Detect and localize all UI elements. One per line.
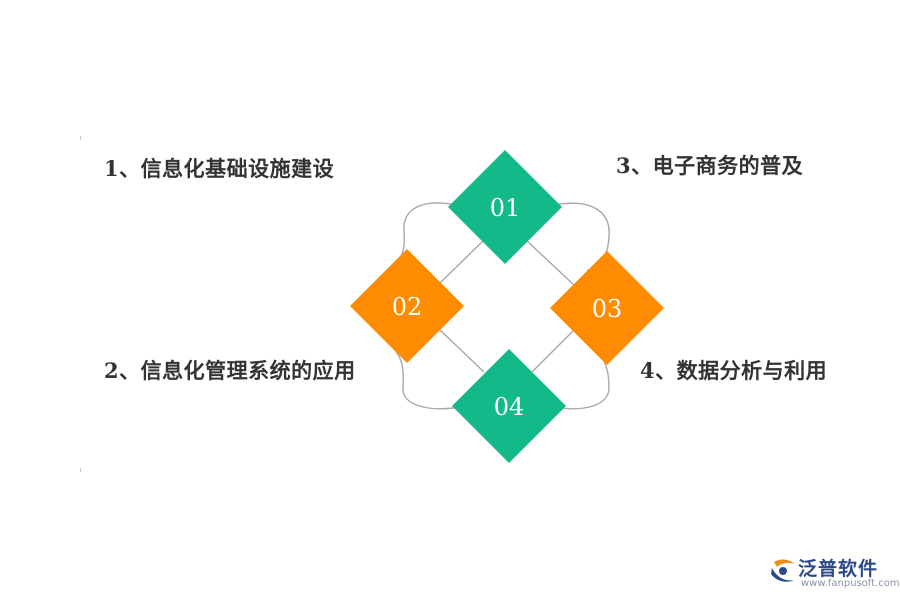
inner-link-01-03 — [525, 239, 575, 286]
item-2-label: 2、信息化管理系统的应用 — [104, 358, 356, 383]
fanpu-logo-icon — [771, 559, 794, 582]
brand-logo: 泛普软件 www.fanpusoft.com — [768, 556, 900, 590]
diamond-04: 04 — [452, 349, 566, 463]
brand-name: 泛普软件 — [798, 558, 879, 580]
item-4-label: 4、数据分析与利用 — [640, 358, 828, 383]
item-1-label: 1、信息化基础设施建设 — [104, 156, 335, 181]
corner-mark-top — [80, 136, 81, 140]
diamond-03: 03 — [550, 251, 664, 365]
diamond-02-number: 02 — [392, 293, 423, 321]
diamond-04-number: 04 — [494, 393, 525, 421]
inner-link-01-02 — [439, 239, 485, 284]
brand-url: www.fanpusoft.com — [801, 578, 900, 589]
inner-link-02-04 — [439, 329, 485, 373]
inner-link-03-04 — [531, 329, 575, 373]
connector-02-04 — [386, 341, 461, 410]
item-3-label: 3、电子商务的普及 — [616, 153, 804, 178]
diamond-03-number: 03 — [592, 295, 623, 323]
diamond-01: 01 — [448, 150, 562, 264]
corner-mark-bottom — [80, 468, 81, 472]
diamond-01-number: 01 — [490, 194, 521, 222]
diamond-02: 02 — [350, 249, 464, 363]
